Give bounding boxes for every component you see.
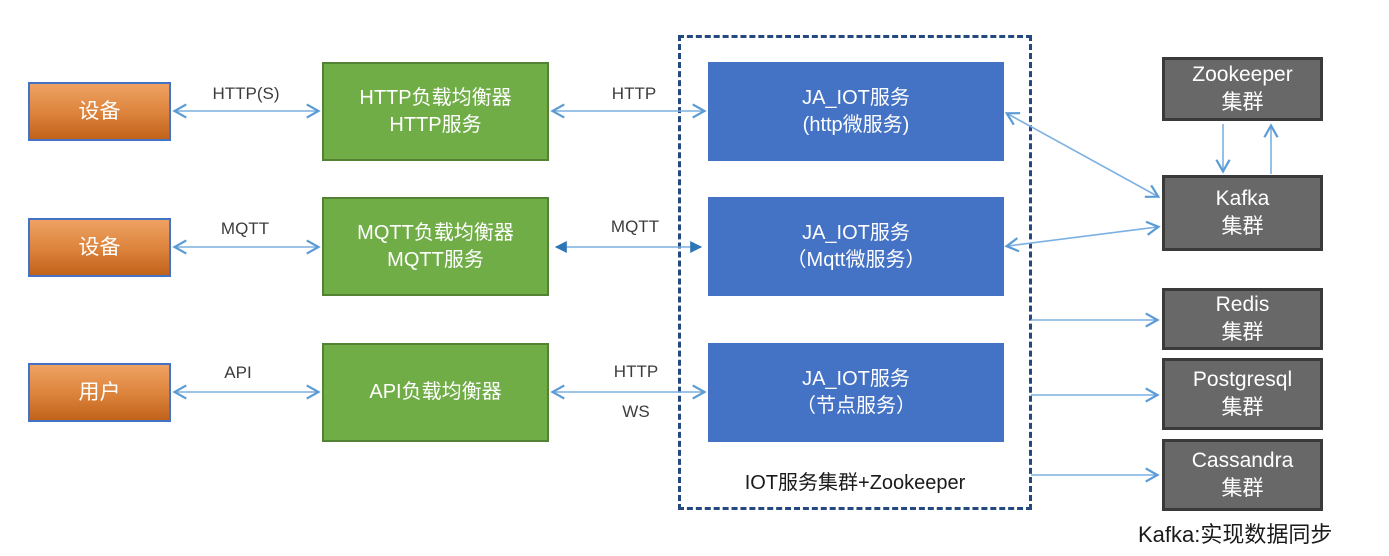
node-label-line2: (http微服务) xyxy=(802,113,910,136)
node-label: 设备 xyxy=(78,235,121,259)
node-label-line1: JA_IOT服务 xyxy=(802,368,910,391)
node-ja-iot-node-service: JA_IOT服务 （节点服务） xyxy=(708,343,1004,442)
node-label-line1: Zookeeper xyxy=(1192,63,1293,87)
node-label-line1: Cassandra xyxy=(1191,449,1294,473)
node-label-line2: 集群 xyxy=(1221,215,1264,238)
node-label-line1: Postgresql xyxy=(1192,368,1293,392)
edge-label-https: HTTP(S) xyxy=(212,84,280,103)
node-redis-cluster: Redis 集群 xyxy=(1162,288,1323,350)
node-label-line2: 集群 xyxy=(1221,477,1264,500)
node-label-line2: 集群 xyxy=(1221,91,1264,114)
node-label: 设备 xyxy=(78,99,121,123)
node-http-load-balancer: HTTP负载均衡器 HTTP服务 xyxy=(322,62,549,161)
node-label-line1: API负载均衡器 xyxy=(369,381,502,404)
node-kafka-cluster: Kafka 集群 xyxy=(1162,175,1323,251)
node-api-load-balancer: API负载均衡器 xyxy=(322,343,549,442)
kafka-sync-note: Kafka:实现数据同步 xyxy=(1138,522,1333,547)
node-label-line1: HTTP负载均衡器 xyxy=(359,87,512,110)
node-label-line1: JA_IOT服务 xyxy=(802,87,910,110)
iot-cluster-container xyxy=(678,35,1032,510)
node-mqtt-load-balancer: MQTT负载均衡器 MQTT服务 xyxy=(322,197,549,296)
node-device-2: 设备 xyxy=(28,218,171,277)
node-ja-iot-mqtt-service: JA_IOT服务 （Mqtt微服务） xyxy=(708,197,1004,296)
node-label-line2: 集群 xyxy=(1221,396,1264,419)
node-ja-iot-http-service: JA_IOT服务 (http微服务) xyxy=(708,62,1004,161)
node-zookeeper-cluster: Zookeeper 集群 xyxy=(1162,57,1323,121)
node-label-line1: JA_IOT服务 xyxy=(802,222,910,245)
edge-label-mqtt-right: MQTT xyxy=(610,217,660,236)
node-label-line1: MQTT负载均衡器 xyxy=(357,222,514,245)
edge-label-http-row1: HTTP xyxy=(611,84,657,103)
node-label-line1: Kafka xyxy=(1215,187,1270,211)
edge-label-mqtt-left: MQTT xyxy=(220,219,270,238)
cluster-caption: IOT服务集群+Zookeeper xyxy=(744,472,966,494)
node-label-line2: 集群 xyxy=(1221,321,1264,344)
node-label-line2: HTTP服务 xyxy=(389,113,482,136)
node-user: 用户 xyxy=(28,363,171,422)
node-label-line2: （Mqtt微服务） xyxy=(786,248,926,271)
node-cassandra-cluster: Cassandra 集群 xyxy=(1162,439,1323,511)
node-label-line2: MQTT服务 xyxy=(387,248,484,271)
node-label: 用户 xyxy=(78,380,121,404)
node-postgresql-cluster: Postgresql 集群 xyxy=(1162,358,1323,430)
edge-label-api: API xyxy=(224,363,252,382)
edge-label-ws-row3: WS xyxy=(622,402,650,421)
node-label-line2: （节点服务） xyxy=(796,394,916,417)
edge-label-http-row3: HTTP xyxy=(613,362,659,381)
node-device-1: 设备 xyxy=(28,82,171,141)
node-label-line1: Redis xyxy=(1215,293,1270,317)
